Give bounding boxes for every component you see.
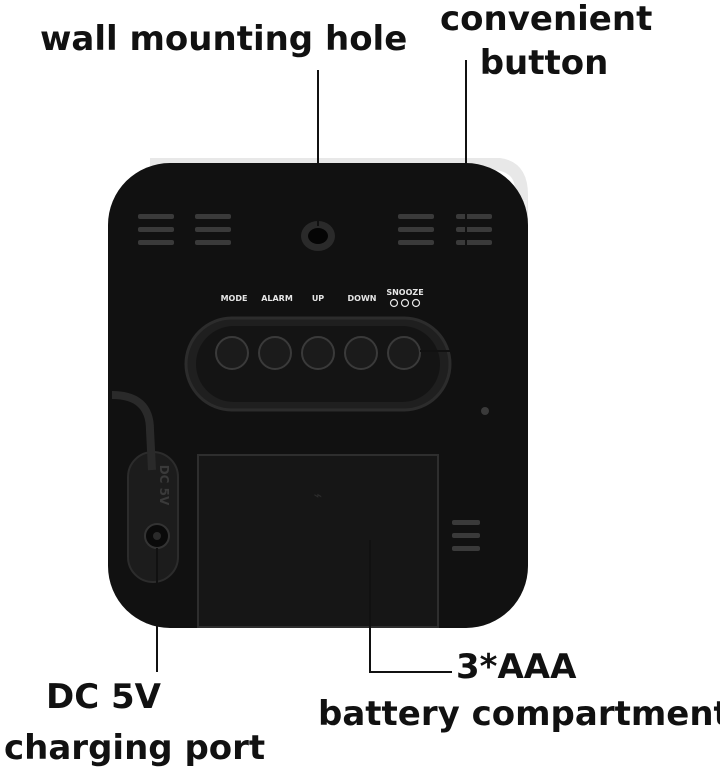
label-snooze: SNOOZE [386,288,423,297]
button-snooze[interactable] [387,336,421,370]
callout-wall-mounting-hole: wall mounting hole [40,19,408,59]
dc-cable-groove [111,391,156,471]
label-down: DOWN [348,294,377,303]
callout-button-line2: button [479,43,609,83]
callout-convenient-button: convenient button [440,2,652,83]
dc-charging-port[interactable] [144,523,170,549]
button-alarm[interactable] [258,336,292,370]
button-mode[interactable] [215,336,249,370]
callout-port-line2: charging port [4,728,266,768]
leader-battery [369,540,452,673]
snooze-zzz-icon [389,298,421,308]
dc-port-label: DC 5V [157,465,171,506]
label-up: UP [312,294,324,303]
wall-mounting-hole [301,221,335,251]
button-down[interactable] [344,336,378,370]
battery-embossed-icon: ⌁ [314,488,322,504]
vent-lower-right [452,520,480,551]
callout-button-line1: convenient [440,0,653,39]
button-up[interactable] [301,336,335,370]
vent-top-left [138,214,231,245]
callout-battery-line1: 3*AAA [456,647,577,687]
callout-battery-line2: battery compartment [318,694,720,734]
callout-port-line1: DC 5V [46,677,161,717]
leader-lines [156,60,467,673]
battery-compartment [197,454,439,628]
reset-pinhole [481,407,489,415]
leader-button [420,60,467,352]
label-mode: MODE [221,294,248,303]
label-alarm: ALARM [261,294,293,303]
